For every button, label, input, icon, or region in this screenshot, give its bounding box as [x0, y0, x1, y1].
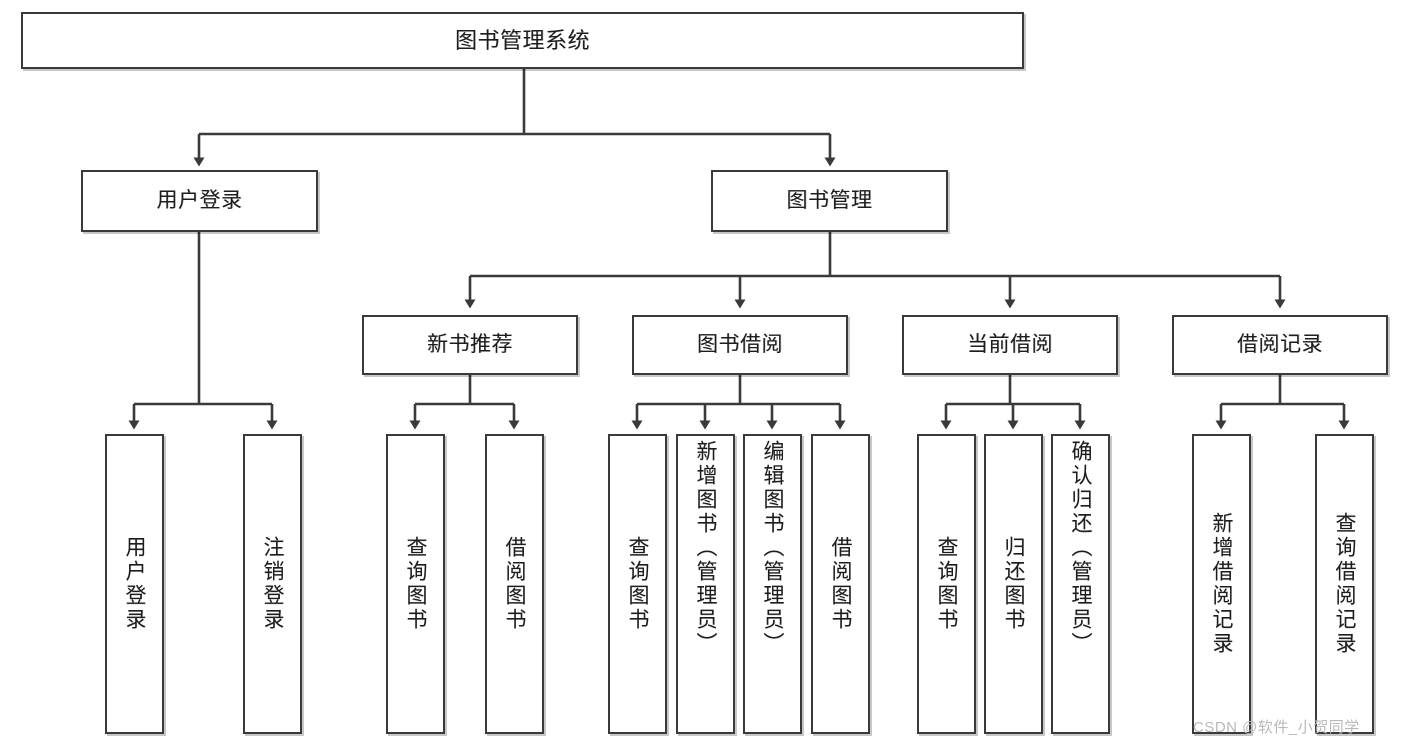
node-user-login-label: 用户登录	[156, 188, 243, 212]
node-leaf-confirm-return-admin[interactable]: 确认归还（管理员）	[1051, 434, 1110, 734]
node-leaf-edit-book-admin-label: 编辑图书（管理员）	[761, 440, 785, 656]
node-book-borrow-label: 图书借阅	[697, 332, 783, 356]
node-book-management[interactable]: 图书管理	[711, 170, 948, 232]
node-leaf-user-logout-label: 注销登录	[261, 536, 285, 632]
node-leaf-query-book-2-label: 查询图书	[626, 536, 650, 632]
node-user-login[interactable]: 用户登录	[81, 170, 318, 232]
node-leaf-user-login-label: 用户登录	[123, 536, 147, 632]
node-leaf-borrow-book-2-label: 借阅图书	[829, 536, 853, 632]
node-leaf-query-borrow-record[interactable]: 查询借阅记录	[1315, 434, 1374, 734]
node-leaf-add-borrow-record[interactable]: 新增借阅记录	[1192, 434, 1251, 734]
node-leaf-add-borrow-record-label: 新增借阅记录	[1210, 512, 1234, 656]
node-leaf-query-book-3-label: 查询图书	[935, 536, 959, 632]
csdn-watermark: CSDN @软件_小贺同学	[1193, 719, 1360, 736]
node-leaf-query-book-3[interactable]: 查询图书	[917, 434, 976, 734]
node-leaf-confirm-return-admin-label: 确认归还（管理员）	[1069, 440, 1093, 656]
node-new-book-recommend[interactable]: 新书推荐	[362, 315, 578, 375]
node-book-borrow[interactable]: 图书借阅	[632, 315, 848, 375]
node-current-borrow[interactable]: 当前借阅	[902, 315, 1118, 375]
node-leaf-return-book-label: 归还图书	[1002, 536, 1026, 632]
node-leaf-add-book-admin-label: 新增图书（管理员）	[694, 440, 718, 656]
node-leaf-add-book-admin[interactable]: 新增图书（管理员）	[676, 434, 735, 734]
node-leaf-query-borrow-record-label: 查询借阅记录	[1333, 512, 1357, 656]
node-leaf-borrow-book-2[interactable]: 借阅图书	[811, 434, 870, 734]
node-new-book-recommend-label: 新书推荐	[427, 332, 513, 356]
node-leaf-borrow-book-1[interactable]: 借阅图书	[485, 434, 544, 734]
node-root[interactable]: 图书管理系统	[21, 12, 1024, 69]
node-borrow-record-label: 借阅记录	[1237, 332, 1323, 356]
node-leaf-query-book-1-label: 查询图书	[404, 536, 428, 632]
node-leaf-return-book[interactable]: 归还图书	[984, 434, 1043, 734]
node-leaf-user-logout[interactable]: 注销登录	[243, 434, 302, 734]
node-leaf-query-book-2[interactable]: 查询图书	[608, 434, 667, 734]
node-book-management-label: 图书管理	[786, 188, 873, 212]
node-leaf-user-login[interactable]: 用户登录	[105, 434, 164, 734]
node-borrow-record[interactable]: 借阅记录	[1172, 315, 1388, 375]
node-leaf-query-book-1[interactable]: 查询图书	[386, 434, 445, 734]
node-root-label: 图书管理系统	[454, 27, 590, 53]
node-current-borrow-label: 当前借阅	[967, 332, 1053, 356]
node-leaf-borrow-book-1-label: 借阅图书	[503, 536, 527, 632]
node-leaf-edit-book-admin[interactable]: 编辑图书（管理员）	[743, 434, 802, 734]
